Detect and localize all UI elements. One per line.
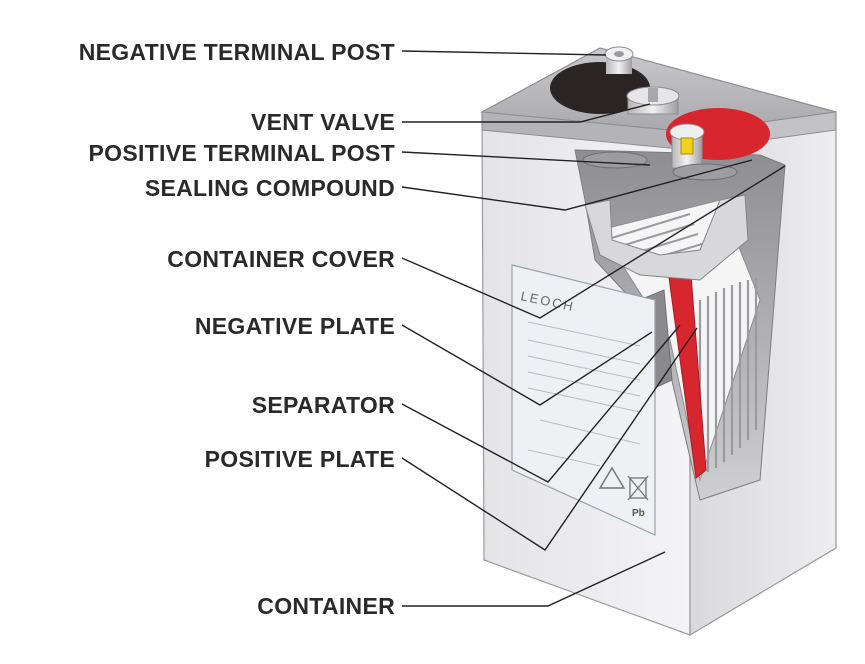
leader-negative-terminal-post	[401, 50, 607, 56]
sealing-compound-ring	[582, 151, 648, 169]
label-positive-plate: POSITIVE PLATE	[205, 446, 395, 472]
leader-positive-terminal-post	[401, 151, 651, 166]
leader-container	[402, 551, 666, 607]
label-negative-terminal-post: NEGATIVE TERMINAL POST	[79, 39, 395, 65]
label-container: CONTAINER	[257, 593, 395, 619]
leader-sealing-compound	[401, 159, 753, 211]
leader-container-cover	[401, 165, 786, 319]
leader-lines	[401, 50, 786, 607]
label-container-cover: CONTAINER COVER	[167, 246, 395, 272]
recycle-icon	[598, 466, 626, 489]
leader-separator	[401, 324, 681, 483]
label-negative-plate: NEGATIVE PLATE	[195, 313, 395, 339]
negative-terminal-post-hole	[614, 51, 624, 57]
leader-positive-plate	[401, 327, 698, 551]
label-positive-terminal-post: POSITIVE TERMINAL POST	[89, 140, 396, 166]
label-sealing-compound: SEALING COMPOUND	[145, 175, 395, 201]
negative-terminal-cap	[550, 62, 650, 114]
positive-terminal-yellow-insert	[680, 137, 694, 155]
label-vent-valve: VENT VALVE	[251, 109, 395, 135]
bin-crossed-icon	[627, 475, 649, 501]
callout-labels: NEGATIVE TERMINAL POST VENT VALVE POSITI…	[79, 39, 395, 619]
leader-negative-plate	[401, 324, 653, 406]
vent-valve-slot	[648, 88, 658, 102]
recycling-mark: Pb	[632, 508, 645, 519]
leader-vent-valve	[402, 103, 651, 123]
battery-illustration: LEOCH Pb	[479, 46, 837, 637]
container-cover-inner	[584, 194, 749, 281]
label-separator: SEPARATOR	[252, 392, 395, 418]
